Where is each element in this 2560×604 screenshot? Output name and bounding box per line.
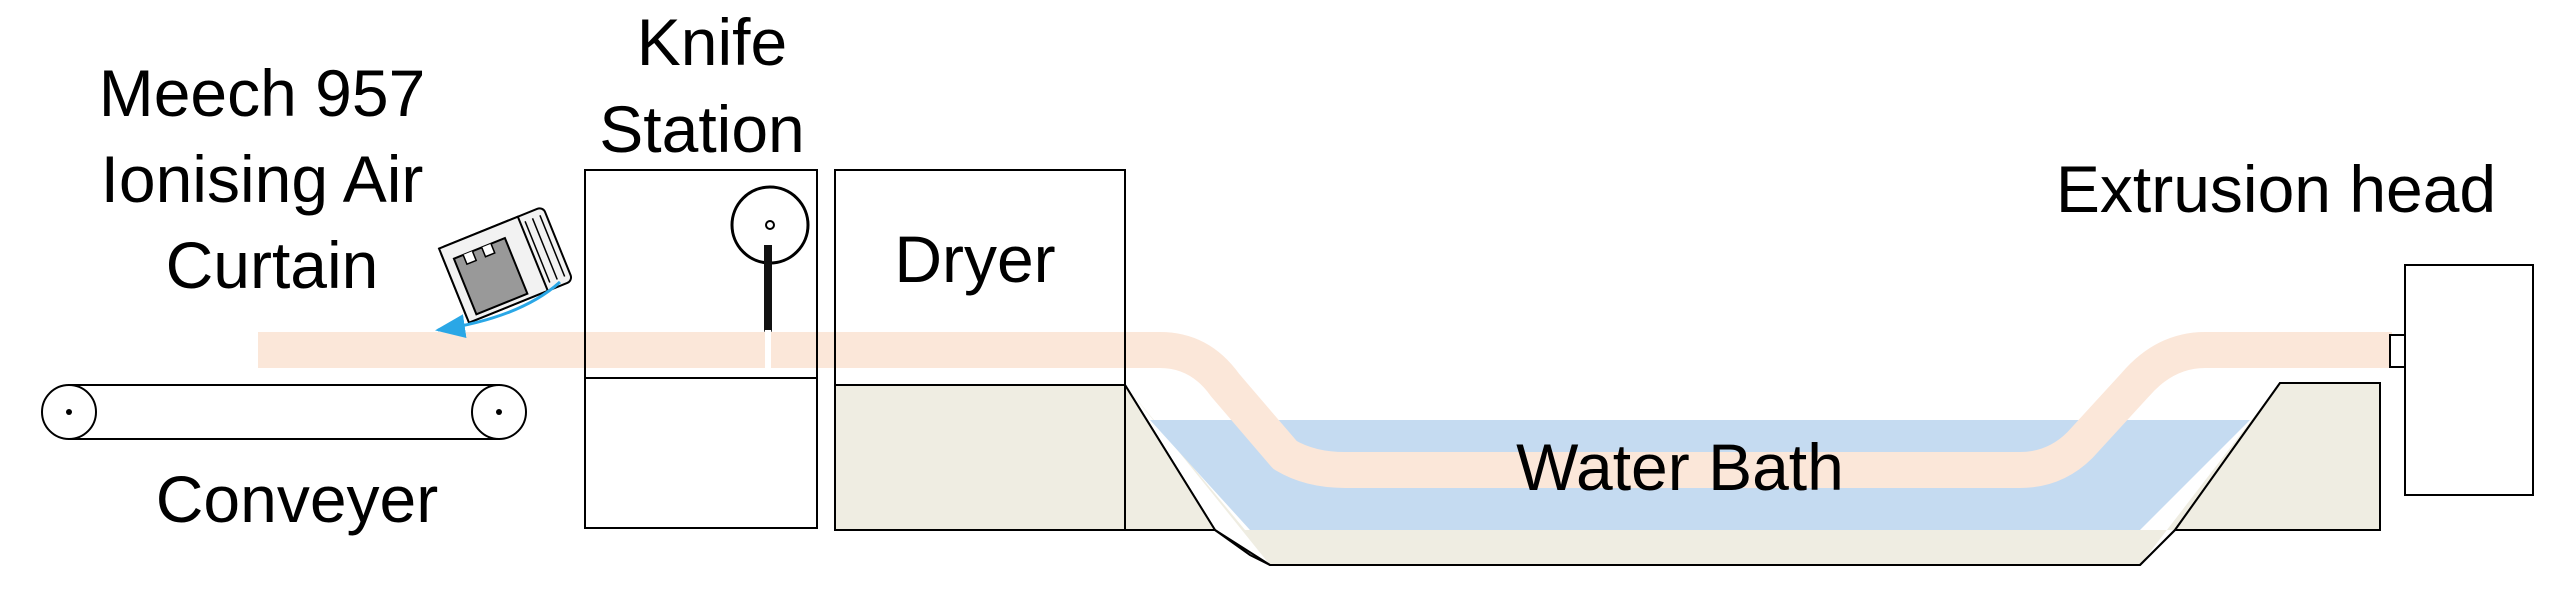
air-curtain-label-line3: Curtain (166, 228, 379, 302)
knife-station-label-line1: Knife (637, 5, 787, 79)
conveyer-roller-left-hub (66, 409, 72, 415)
airflow-arrow (435, 280, 562, 338)
extrusion-head-nozzle (2389, 334, 2406, 368)
air-curtain-label-line1: Meech 957 (99, 56, 426, 130)
knife-hub (765, 220, 775, 230)
conveyer-belt (68, 384, 500, 440)
knife-blade (764, 245, 772, 345)
strip-through-stations (585, 332, 1125, 368)
ionising-air-curtain (437, 207, 573, 324)
dryer-lower-frame (834, 384, 1126, 531)
knife-station-label-line2: Station (599, 92, 804, 166)
extrusion-head-label: Extrusion head (2056, 152, 2496, 226)
product-strip (258, 332, 2392, 488)
water-bath-label: Water Bath (1516, 430, 1844, 504)
extrusion-head-body (2404, 264, 2534, 496)
conveyer-label: Conveyer (156, 462, 438, 536)
dryer-label: Dryer (894, 222, 1055, 296)
air-curtain-label-line2: Ionising Air (101, 142, 424, 216)
conveyer-roller-right-hub (496, 409, 502, 415)
